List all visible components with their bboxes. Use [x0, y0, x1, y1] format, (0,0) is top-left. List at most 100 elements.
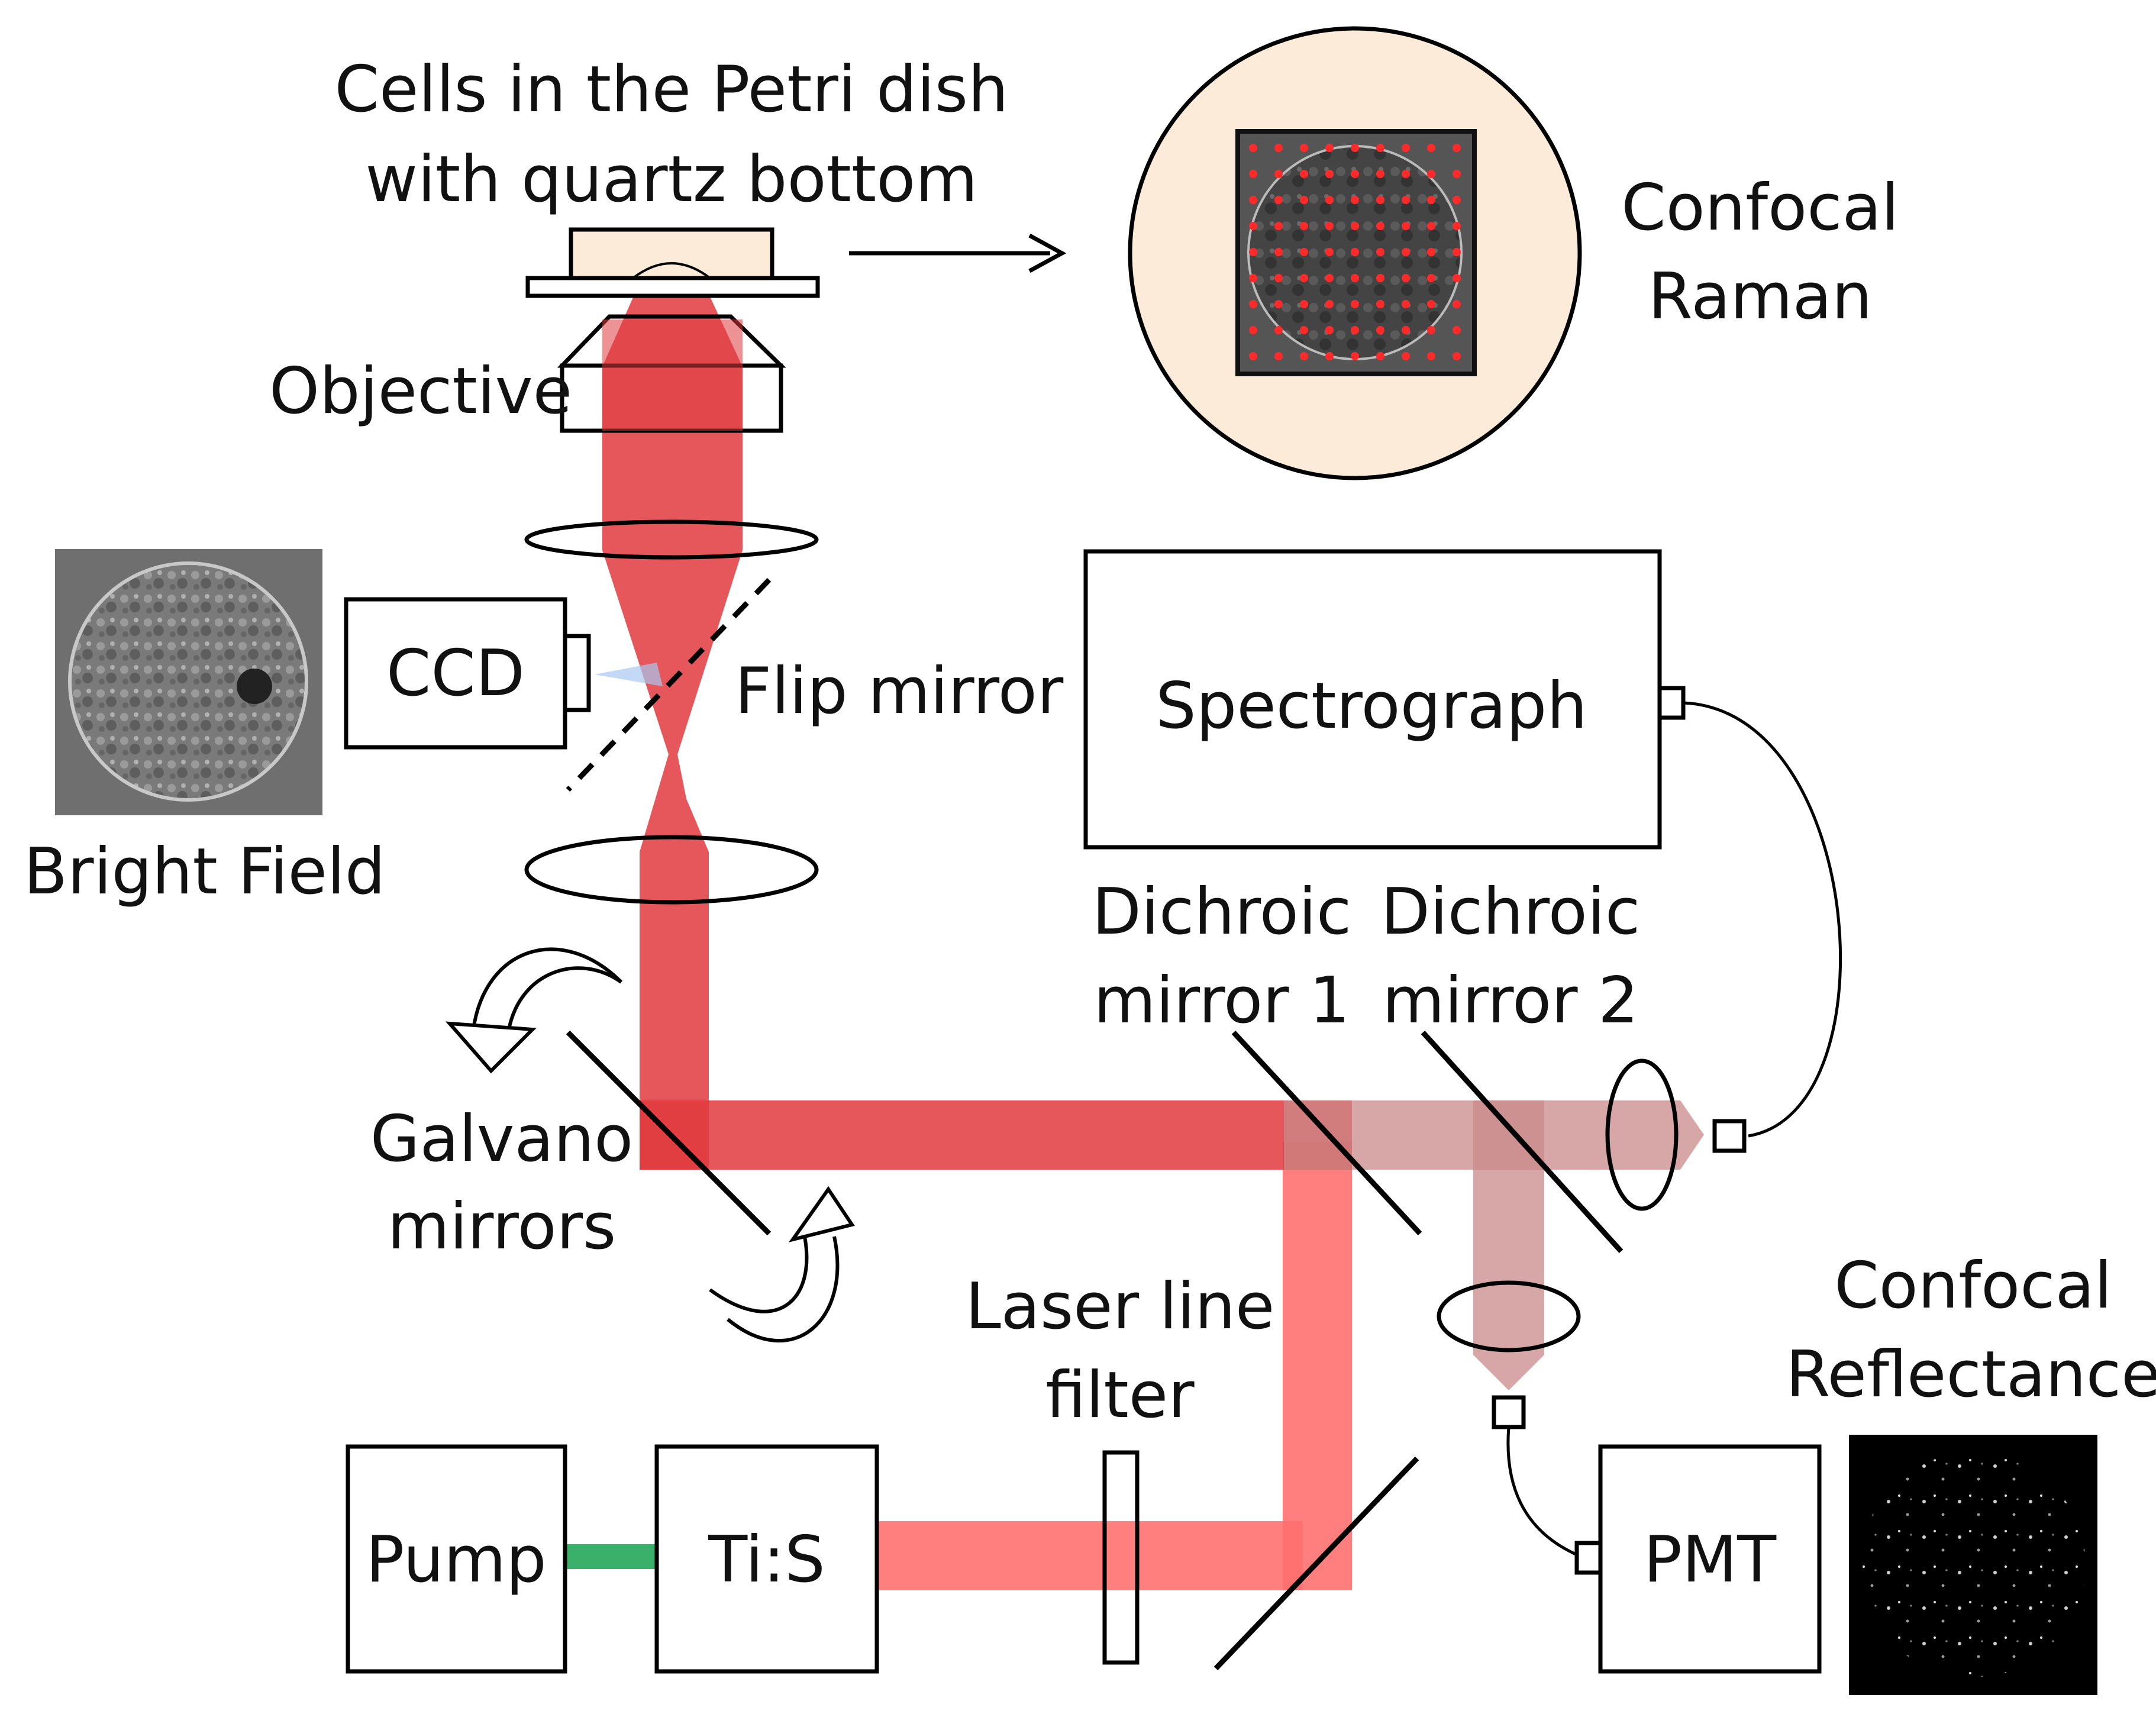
fold-mirror: [1213, 1456, 1419, 1671]
raman-grid-point: [1300, 352, 1308, 360]
pmt-fiber: [1506, 1426, 1580, 1558]
raman-grid-point: [1402, 144, 1410, 152]
raman-grid-point: [1402, 170, 1410, 178]
laser-line-filter-label-line2: filter: [1045, 1358, 1195, 1432]
tis-output-beam: [877, 1521, 1303, 1590]
pump-beam: [565, 1544, 657, 1569]
bright-field-label: Bright Field: [24, 835, 385, 909]
raman-grid-point: [1249, 196, 1257, 204]
raman-grid-point: [1402, 222, 1410, 230]
spectrograph-label: Spectrograph: [1156, 669, 1587, 743]
raman-grid-point: [1427, 222, 1435, 230]
ccd-camera: [344, 597, 591, 750]
raman-grid-point: [1402, 248, 1410, 256]
tube-lens: [524, 519, 819, 560]
raman-grid-point: [1376, 222, 1384, 230]
raman-grid-point: [1325, 300, 1334, 308]
raman-grid-point: [1376, 170, 1384, 178]
raman-grid-point: [1453, 326, 1461, 334]
raman-grid-point: [1376, 326, 1384, 334]
raman-grid-point: [1453, 274, 1461, 282]
galvo-rotation-arrow-top: [445, 947, 623, 1074]
raman-grid-point: [1274, 326, 1283, 334]
raman-grid-point: [1274, 144, 1283, 152]
confocal-raman-label-line2: Raman: [1648, 260, 1873, 334]
raman-grid-point: [1351, 352, 1359, 360]
raman-grid-point: [1274, 170, 1283, 178]
raman-grid-point: [1300, 248, 1308, 256]
dichroic-mirror-2-label-line2: mirror 2: [1382, 964, 1638, 1038]
raman-grid-point: [1325, 248, 1334, 256]
raman-grid-point: [1427, 248, 1435, 256]
raman-grid-point: [1300, 326, 1308, 334]
raman-grid-point: [1274, 196, 1283, 204]
raman-grid-point: [1376, 300, 1384, 308]
flip-mirror: [566, 577, 772, 792]
confocal-raman-view: [1128, 26, 1582, 480]
raman-grid-point: [1325, 144, 1334, 152]
raman-grid-point: [1300, 222, 1308, 230]
tis-label: Ti:S: [708, 1523, 825, 1597]
pmt-detector: [1574, 1444, 1822, 1674]
raman-grid-point: [1376, 144, 1384, 152]
raman-grid-point: [1325, 352, 1334, 360]
raman-grid-point: [1325, 196, 1334, 204]
confocal-raman-label-line1: Confocal: [1621, 171, 1899, 245]
raman-grid-point: [1300, 274, 1308, 282]
raman-grid-point: [1300, 170, 1308, 178]
raman-grid-point: [1274, 248, 1283, 256]
raman-grid-point: [1274, 222, 1283, 230]
raman-grid-point: [1453, 144, 1461, 152]
fold-vertical-beam: [1283, 1142, 1352, 1590]
reflectance-branch-beam: [1473, 1100, 1544, 1390]
pmt-label: PMT: [1644, 1523, 1777, 1597]
objective-label: Objective: [269, 354, 572, 428]
raman-grid-point: [1274, 352, 1283, 360]
raman-grid-point: [1402, 326, 1410, 334]
confocal-reflectance-label-line2: Reflectance: [1786, 1338, 2156, 1412]
raman-grid-point: [1427, 144, 1435, 152]
raman-grid-point: [1376, 352, 1384, 360]
raman-grid-point: [1402, 196, 1410, 204]
raman-grid-point: [1376, 248, 1384, 256]
raman-grid-point: [1351, 170, 1359, 178]
dichroic-mirror-2-label-line1: Dichroic: [1381, 875, 1641, 949]
fiber-port-reflectance: [1492, 1395, 1526, 1429]
raman-grid-point: [1351, 144, 1359, 152]
scan-lens: [524, 835, 819, 905]
raman-grid-point: [1351, 274, 1359, 282]
raman-grid-point: [1249, 274, 1257, 282]
raman-grid-point: [1402, 300, 1410, 308]
raman-grid-point: [1376, 274, 1384, 282]
raman-grid-point: [1427, 196, 1435, 204]
raman-grid-point: [1325, 274, 1334, 282]
pump-label: Pump: [366, 1523, 546, 1597]
objective-beam: [602, 319, 743, 431]
galvo-rotation-arrow-bottom: [709, 1186, 855, 1343]
raman-grid-point: [1427, 300, 1435, 308]
raman-grid-point: [1249, 300, 1257, 308]
raman-grid-point: [1325, 326, 1334, 334]
ccd-light: [595, 663, 663, 686]
raman-grid-point: [1453, 248, 1461, 256]
dichroic-mirror-2: [1421, 1030, 1624, 1254]
galvano-mirrors-label-line1: Galvano: [370, 1102, 634, 1176]
raman-grid-point: [1249, 326, 1257, 334]
raman-grid-point: [1351, 326, 1359, 334]
dichroic-mirror-1-label-line2: mirror 1: [1093, 964, 1350, 1038]
raman-arrow: [849, 233, 1067, 273]
galvo-vertical-beam: [640, 870, 709, 1170]
spectrograph: [1083, 549, 1686, 850]
dichroic-mirror-1: [1231, 1030, 1422, 1236]
raman-grid-point: [1427, 170, 1435, 178]
raman-grid-point: [1325, 170, 1334, 178]
raman-grid-point: [1325, 222, 1334, 230]
galvano-mirrors-label-line2: mirrors: [388, 1190, 617, 1264]
raman-grid-point: [1427, 352, 1435, 360]
laser-line-filter-label-line1: Laser line: [966, 1270, 1275, 1344]
raman-grid-point: [1249, 170, 1257, 178]
raman-grid-point: [1300, 300, 1308, 308]
raman-grid-point: [1351, 222, 1359, 230]
flip-mirror-label: Flip mirror: [735, 654, 1064, 728]
